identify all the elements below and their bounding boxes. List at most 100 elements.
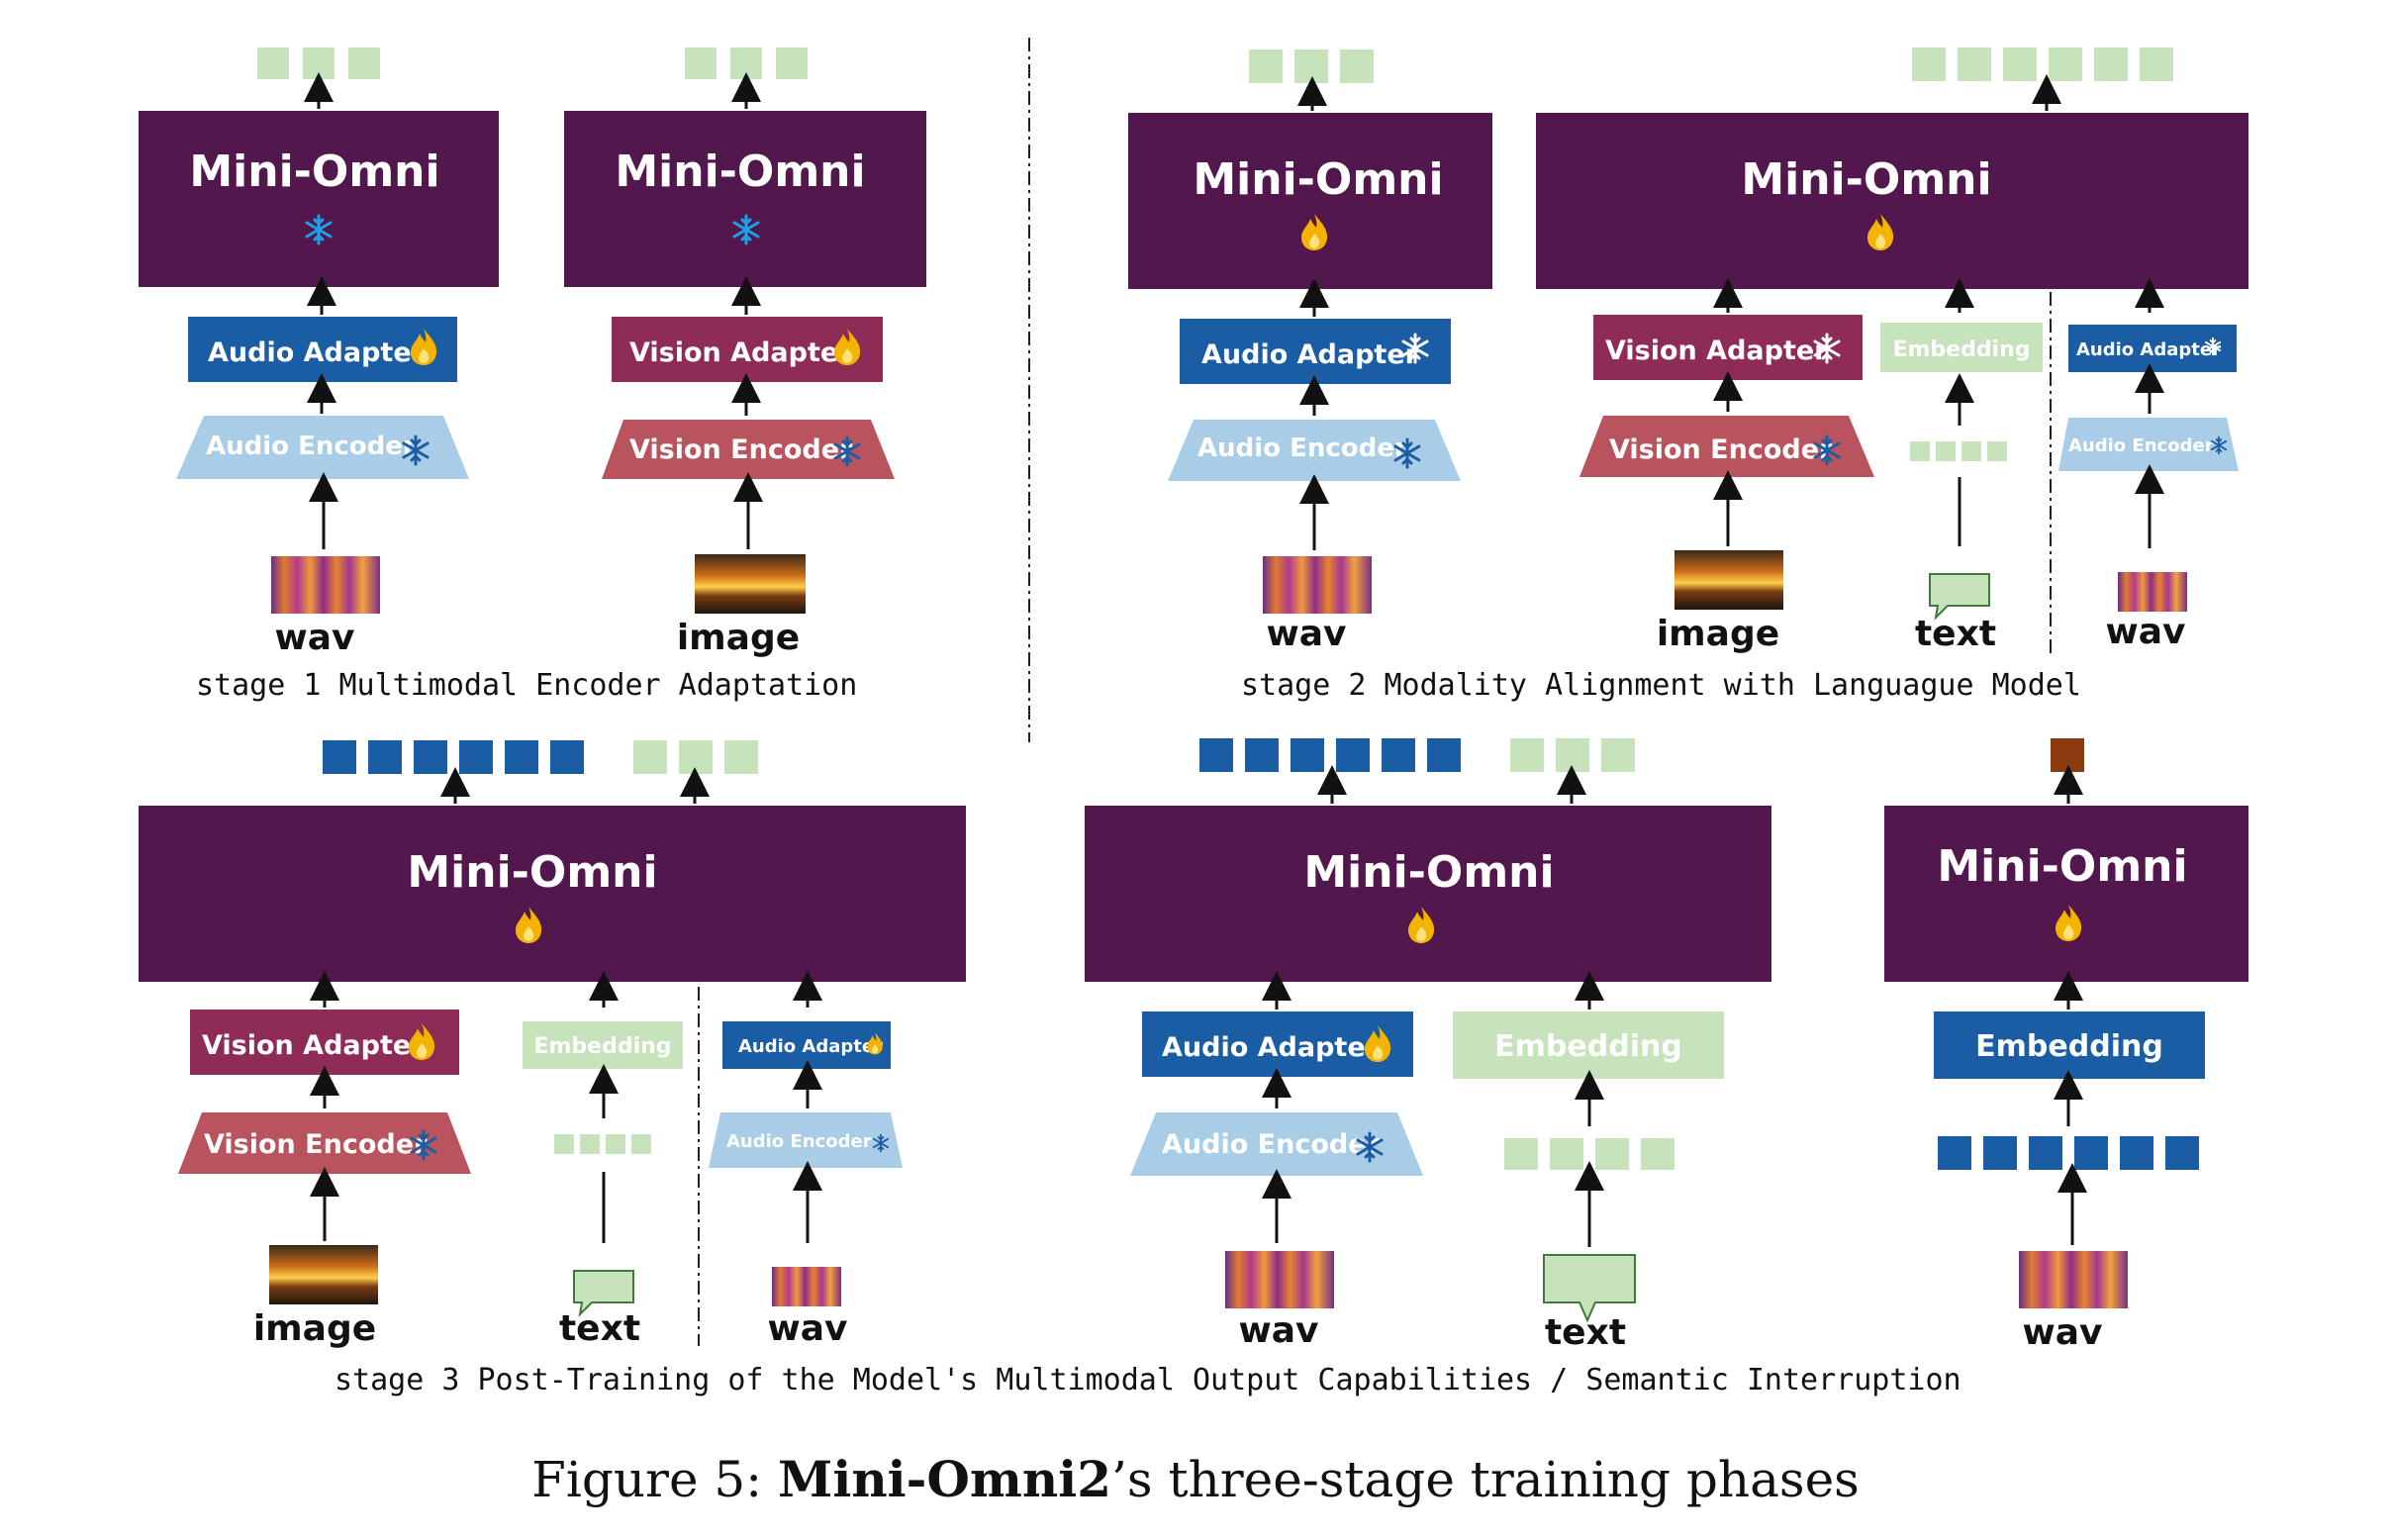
- text-token: [2094, 48, 2128, 81]
- embedding-block: [1934, 1011, 2205, 1079]
- speech-bubble-icon: [573, 1270, 634, 1317]
- vision-encoder-block: [602, 420, 895, 479]
- text-label: text: [559, 1308, 640, 1349]
- audio-token: [2029, 1136, 2062, 1170]
- text-token: [685, 48, 717, 79]
- sunset-image-icon: [695, 554, 806, 614]
- embedding-label: Embedding: [1494, 1029, 1682, 1064]
- embedding-block: [1453, 1011, 1724, 1079]
- text-token: [1595, 1138, 1629, 1170]
- speech-bubble-icon: [1929, 573, 1990, 621]
- text-token: [554, 1134, 574, 1154]
- stage1-caption: stage 1 Multimodal Encoder Adaptation: [196, 668, 857, 703]
- text-label: text: [1545, 1312, 1626, 1353]
- mini-omni-label: Mini-Omni: [1937, 841, 2187, 892]
- sunset-image-icon: [1674, 550, 1783, 610]
- wav-label: wav: [1238, 1310, 1318, 1351]
- text-token: [724, 740, 758, 774]
- stage3-multimodal-column: Mini-Omni Vision Adapter Vision Encoder …: [139, 740, 966, 1349]
- stage2-vision-text-column: Mini-Omni Vision Adapter Vision Encoder …: [1536, 48, 2248, 654]
- audio-token: [550, 740, 584, 774]
- text-token: [1510, 738, 1544, 772]
- text-token: [1936, 441, 1956, 461]
- audio-encoder-block: [2058, 418, 2239, 471]
- stage3-speech-column: Mini-Omni Audio Adapter Audio Encoder wa…: [1085, 738, 1771, 1353]
- audio-token: [414, 740, 447, 774]
- audio-token: [1983, 1136, 2017, 1170]
- audio-token: [2120, 1136, 2153, 1170]
- wav-label: wav: [274, 618, 354, 658]
- text-token: [1958, 48, 1991, 81]
- audio-token: [1291, 738, 1324, 772]
- audio-token: [368, 740, 402, 774]
- text-token: [1340, 49, 1374, 83]
- text-token: [1961, 441, 1981, 461]
- audio-token: [1382, 738, 1415, 772]
- stage2-audio-column: Mini-Omni Audio Adapter Audio Encoder wa…: [1128, 49, 1492, 654]
- text-token: [730, 48, 762, 79]
- mini-omni-block: [139, 111, 499, 287]
- text-token: [1556, 738, 1589, 772]
- audio-adapter-block: [1180, 319, 1451, 384]
- stage3-interrupt-column-large: Mini-Omni Embedding wav: [1884, 738, 2248, 1353]
- embedding-block: [1880, 323, 2043, 372]
- audio-token: [1245, 738, 1279, 772]
- mini-omni-block: [1884, 806, 2248, 982]
- audio-token: [459, 740, 493, 774]
- audio-adapter-label: Audio Adapter: [1201, 339, 1419, 370]
- vision-adapter-label: Vision Adapter: [629, 337, 852, 368]
- mini-omni-block: [1536, 113, 2248, 289]
- vision-encoder-block: [1579, 416, 1874, 477]
- embedding-label: Embedding: [533, 1034, 671, 1059]
- audio-token: [1427, 738, 1461, 772]
- text-token: [257, 48, 289, 79]
- audio-encoder-label: Audio Encoder: [206, 432, 416, 461]
- audio-token: [2074, 1136, 2108, 1170]
- mini-omni-label: Mini-Omni: [1303, 847, 1554, 898]
- text-token: [1641, 1138, 1674, 1170]
- text-token: [776, 48, 808, 79]
- wav-label: wav: [1266, 614, 1346, 654]
- text-token: [1550, 1138, 1583, 1170]
- image-label: image: [1657, 614, 1779, 654]
- stage3-interrupt-column-small: Audio Adapter Audio Encoder wav: [709, 971, 903, 1349]
- wav-label: wav: [2022, 1312, 2102, 1353]
- caption-prefix: Figure 5:: [531, 1451, 778, 1508]
- spectrogram-icon: [271, 556, 380, 614]
- vision-encoder-block: [178, 1112, 471, 1174]
- wav-label: wav: [767, 1308, 847, 1349]
- text-token: [606, 1134, 625, 1154]
- audio-adapter-label: Audio Adapter: [208, 337, 426, 368]
- mini-omni-block: [564, 111, 926, 287]
- spectrogram-icon: [772, 1267, 841, 1306]
- audio-token: [323, 740, 356, 774]
- audio-token: [1336, 738, 1370, 772]
- audio-encoder-block: [176, 416, 469, 479]
- vision-encoder-label: Vision Encoder: [1609, 434, 1833, 465]
- stage2-caption: stage 2 Modality Alignment with Languagu…: [1241, 668, 2081, 703]
- text-token: [2003, 48, 2037, 81]
- text-token: [679, 740, 713, 774]
- mini-omni-label: Mini-Omni: [615, 146, 865, 197]
- vision-adapter-label: Vision Adapter: [1605, 336, 1828, 366]
- vision-encoder-label: Vision Encoder: [629, 434, 853, 465]
- text-token: [303, 48, 335, 79]
- text-token: [631, 1134, 651, 1154]
- audio-token: [505, 740, 538, 774]
- embedding-block: [523, 1021, 683, 1069]
- spectrogram-icon: [2118, 572, 2187, 612]
- text-token: [1910, 441, 1930, 461]
- text-label: text: [1915, 614, 1996, 654]
- text-token: [2140, 48, 2173, 81]
- caption-suffix: ’s three-stage training phases: [1111, 1451, 1860, 1508]
- stage1-audio-column: Mini-Omni Audio Adapter Audio Encoder wa…: [139, 48, 499, 658]
- audio-encoder-block: [1168, 420, 1461, 481]
- mini-omni-block: [139, 806, 966, 982]
- speech-bubble-icon: [1543, 1254, 1636, 1323]
- text-token: [1912, 48, 1946, 81]
- vision-encoder-label: Vision Encoder: [204, 1129, 428, 1160]
- mini-omni-label: Mini-Omni: [1741, 154, 1991, 205]
- audio-token: [1938, 1136, 1971, 1170]
- text-token: [1601, 738, 1635, 772]
